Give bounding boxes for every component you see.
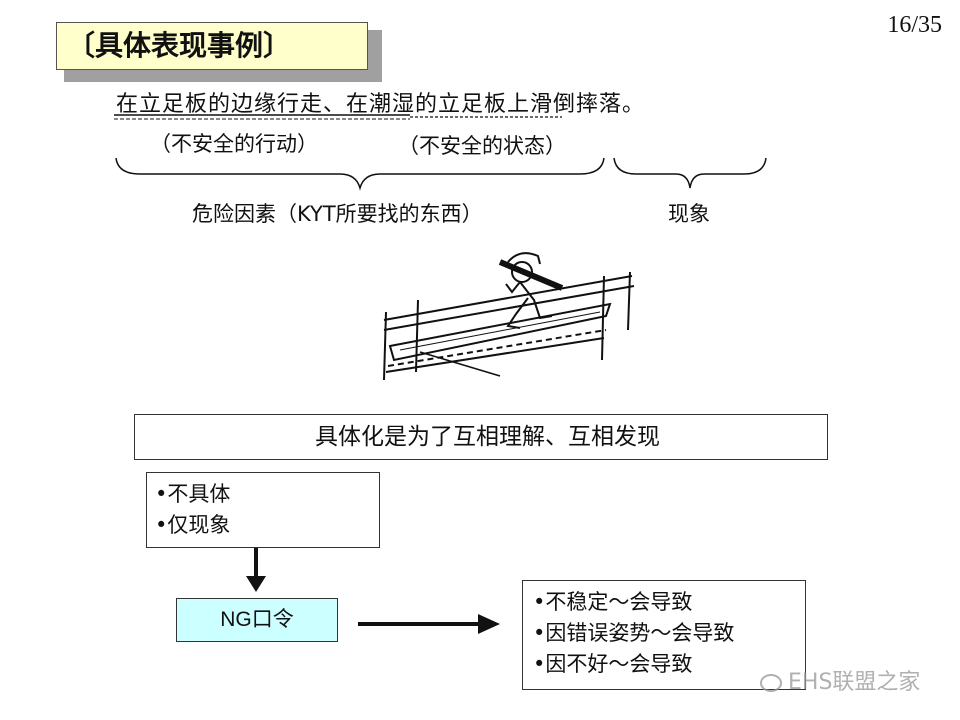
bad-examples-box: •不具体 •仅现象 [146,472,380,548]
purpose-banner: 具体化是为了互相理解、互相发现 [134,414,828,460]
ng-phrase-item: •因不好～会导致 [533,652,693,676]
watermark: EHS联盟之家 [760,664,920,696]
phenomenon-label: 现象 [668,202,710,226]
page-number: 16/35 [887,12,942,38]
right-arrow-head [478,614,500,634]
watermark-text: EHS联盟之家 [788,670,921,695]
sentence-part-result: 滑倒摔落。 [530,92,646,117]
hazard-factor-label: 危险因素（KYT所要找的东西） [192,202,483,226]
worker-scaffold-illustration [383,252,635,381]
unsafe-state-label: （不安全的状态） [398,134,566,158]
bad-example-item: •不具体 [155,482,231,506]
example-sentence: 在立足板的边缘行走、在潮湿的立足板上滑倒摔落。 [116,86,645,118]
ng-slogan-box: NG口令 [176,598,338,642]
ng-phrase-item: •因错误姿势～会导致 [533,621,735,645]
phenomenon-brace [613,157,767,189]
wechat-logo-icon [760,674,782,692]
ng-phrases-box: •不稳定～会导致 •因错误姿势～会导致 •因不好～会导致 [522,580,806,690]
hazard-brace [115,157,605,191]
ng-phrase-item: •不稳定～会导致 [533,590,693,614]
unsafe-action-label: （不安全的行动） [150,132,318,156]
bad-example-item: •仅现象 [155,513,231,537]
slide-title: 〔具体表现事例〕 [56,22,368,70]
sentence-part-state: 在潮湿的立足板上 [346,92,531,117]
down-arrow-head [246,576,266,592]
sentence-part-action: 在立足板的边缘行走、 [116,92,347,117]
